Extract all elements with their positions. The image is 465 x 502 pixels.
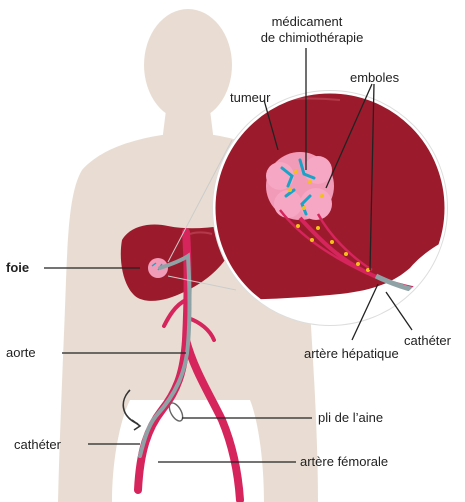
label-groin-fold: pli de l’aine [318,410,383,425]
label-drug-line2: de chimiothérapie [252,30,372,45]
label-tumor: tumeur [230,90,270,105]
label-femoral-artery: artère fémorale [300,454,388,469]
label-catheter-zoom: cathéter [404,333,451,348]
groin-fold-marker [167,401,186,423]
label-emboli: emboles [350,70,399,85]
label-liver: foie [6,260,29,275]
label-drug-line1: médicament [252,14,362,29]
label-aorta: aorte [6,345,36,360]
zoom-circle [210,80,465,326]
label-hepatic-artery: artère hépatique [304,346,399,361]
label-catheter-groin: cathéter [14,437,61,452]
